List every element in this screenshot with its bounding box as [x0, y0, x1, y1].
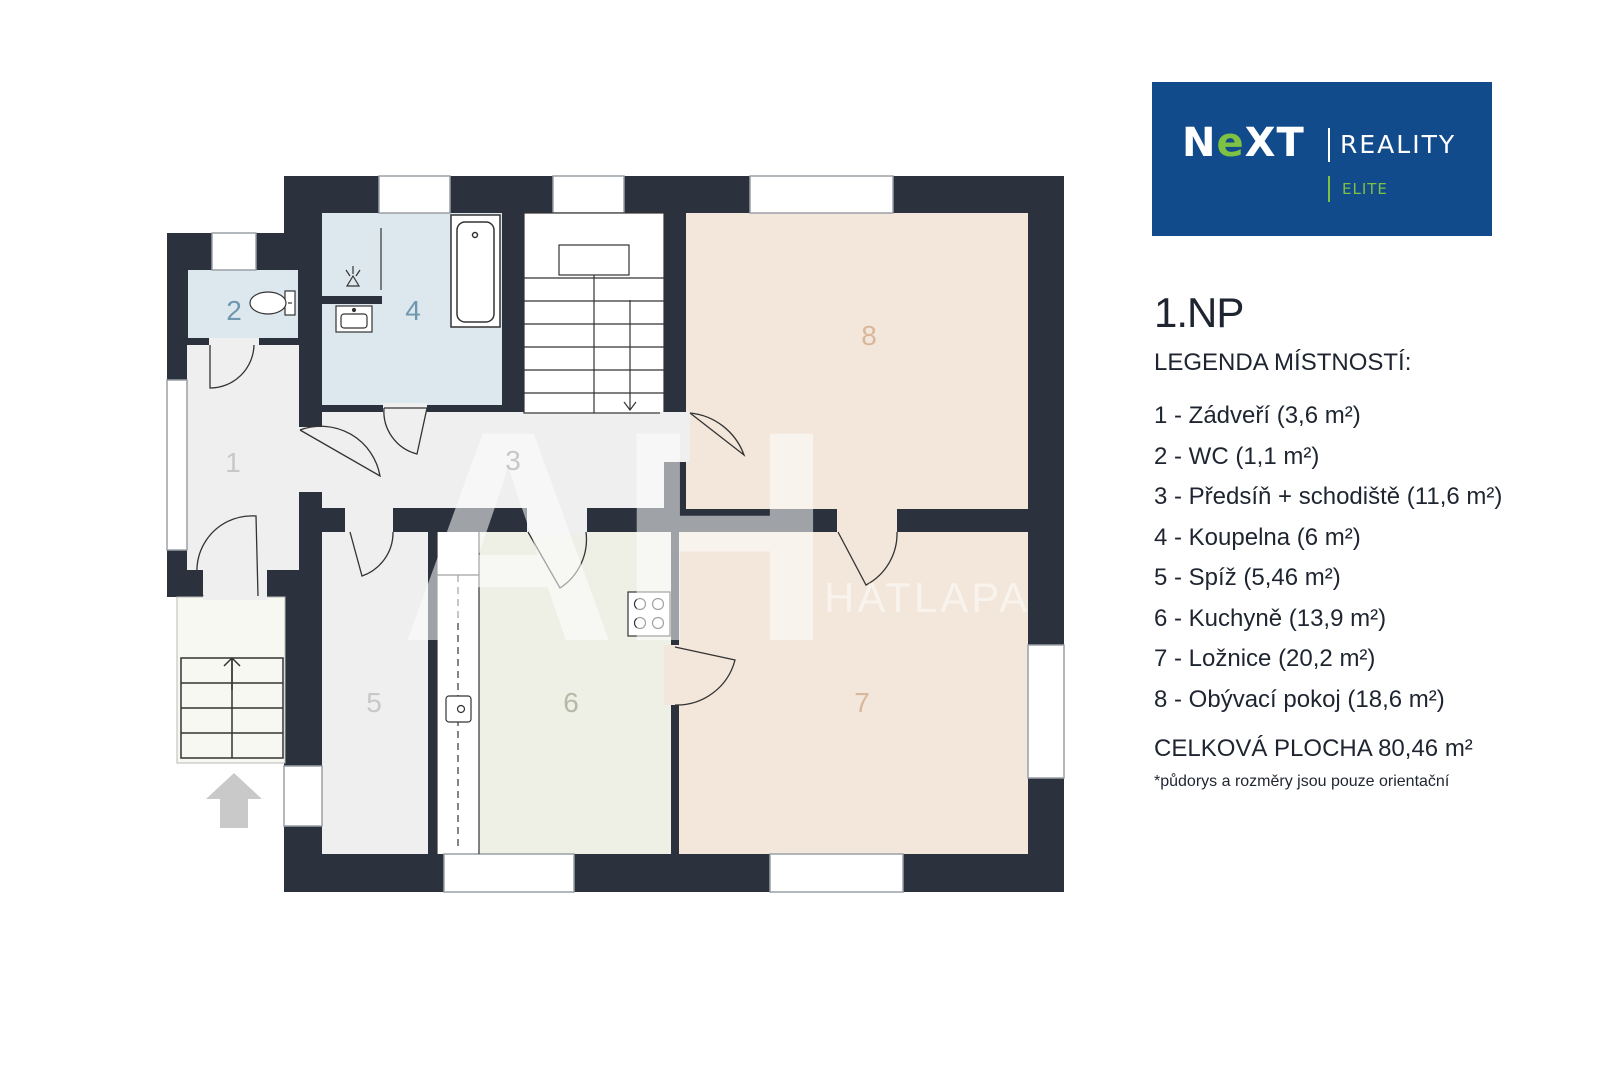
legend-item: 4 - Koupelna (6 m²)	[1154, 523, 1361, 551]
entrance-steps	[180, 656, 284, 759]
room-legend: 1.NP LEGENDA MÍSTNOSTÍ: 1 - Zádveří (3,6…	[1154, 290, 1584, 794]
logo-separator	[1328, 128, 1330, 162]
doors	[196, 338, 898, 706]
logo-reality: REALITY	[1340, 130, 1457, 159]
entry-arrow-icon	[206, 773, 262, 828]
room-numbers: 1 2 3 4 5 6 7 8	[225, 295, 877, 718]
legend-item: 2 - WC (1,1 m²)	[1154, 442, 1320, 470]
window-right	[1027, 644, 1065, 779]
legend-item: 5 - Spíž (5,46 m²)	[1154, 564, 1341, 591]
bathtub	[450, 214, 501, 328]
window-left	[166, 379, 188, 551]
window-pantry	[283, 765, 323, 827]
legend-item: 7 - Ložnice (20,2 m²)	[1154, 645, 1376, 672]
legend-item: 8 - Obývací pokoj (18,6 m²)	[1154, 685, 1445, 713]
entrance-porch	[176, 596, 286, 764]
room-label-1: 1	[225, 447, 241, 478]
room-7-floor	[679, 532, 1028, 854]
room-label-4: 4	[405, 295, 421, 326]
logo-xt: XT	[1244, 120, 1305, 166]
watermark-text: HATLAPA	[824, 574, 1030, 621]
bath-partition	[322, 296, 382, 304]
brand-logo: NeXT REALITY ELITE	[1152, 82, 1492, 236]
floor-plan: AH HATLAPA 1 2 3 4 5 6 7 8	[166, 175, 1065, 893]
window-top-2	[552, 175, 625, 214]
logo-n: N	[1182, 120, 1217, 166]
room-label-5: 5	[366, 687, 382, 718]
legend-item: 1 - Zádveří (3,6 m²)	[1154, 402, 1361, 429]
logo-wordmark: NeXT	[1182, 120, 1305, 166]
window-top-3	[749, 175, 894, 214]
window-bottom-1	[443, 853, 575, 893]
floor-title: 1.NP	[1154, 289, 1244, 336]
watermark-letters: AH	[400, 368, 833, 704]
stove-icon	[627, 591, 671, 637]
window-bottom-2	[769, 853, 904, 893]
legend-item: 3 - Předsíň + schodiště (11,6 m²)	[1154, 483, 1503, 510]
kitchen-sink-icon	[445, 695, 472, 723]
sink-icon	[335, 305, 373, 333]
room-1-floor	[187, 345, 299, 570]
room-label-7: 7	[854, 687, 870, 718]
disclaimer-note: *půdorys a rozměry jsou pouze orientační	[1154, 773, 1450, 790]
toilet-icon	[249, 290, 296, 316]
shower-icon	[345, 228, 382, 290]
window-wc	[211, 232, 257, 271]
logo-elite: ELITE	[1342, 180, 1388, 198]
logo-separator-green	[1328, 176, 1330, 202]
window-top-1	[378, 175, 451, 214]
legend-item: 6 - Kuchyně (13,9 m²)	[1154, 604, 1387, 632]
room-label-6: 6	[563, 687, 579, 718]
room-6-floor	[479, 532, 671, 854]
logo-e: e	[1216, 120, 1245, 166]
room-label-2: 2	[226, 295, 242, 326]
legend-title: LEGENDA MÍSTNOSTÍ:	[1154, 349, 1412, 376]
total-area: CELKOVÁ PLOCHA 80,46 m²	[1154, 735, 1473, 762]
watermark: AH HATLAPA	[400, 368, 1030, 704]
room-label-3: 3	[505, 445, 521, 476]
room-5-floor	[322, 532, 428, 854]
legend-list: 1 - Zádveří (3,6 m²) 2 - WC (1,1 m²) 3 -…	[1154, 396, 1584, 720]
room-8-floor	[686, 213, 1028, 509]
kitchen-counter	[437, 532, 479, 854]
staircase	[523, 212, 665, 414]
room-3-hall-floor	[322, 412, 664, 508]
room-label-8: 8	[861, 320, 877, 351]
windows	[166, 175, 1065, 893]
